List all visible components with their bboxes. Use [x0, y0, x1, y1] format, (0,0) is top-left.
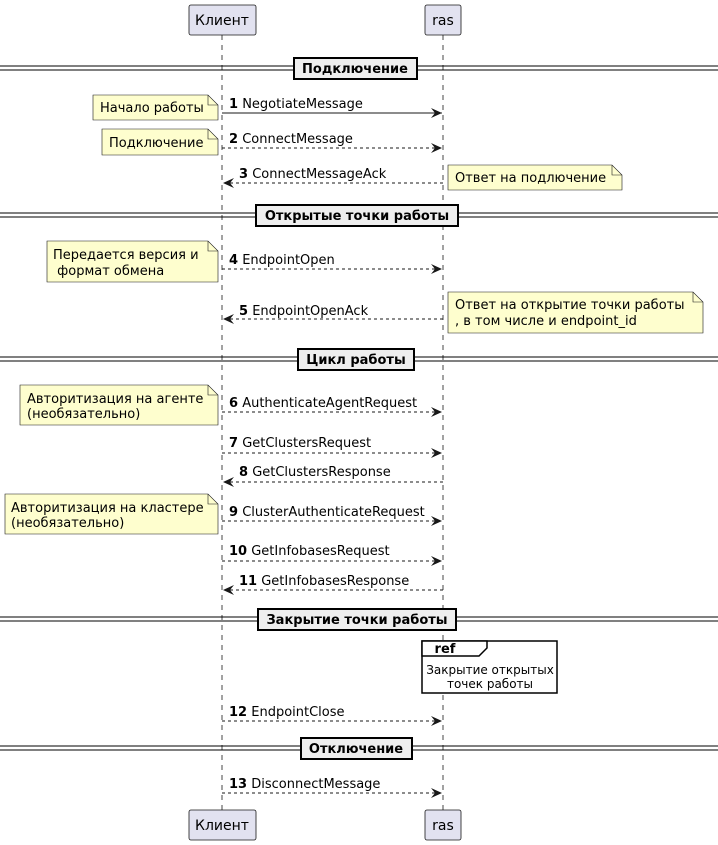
svg-text:8 GetClustersResponse: 8 GetClustersResponse [239, 465, 391, 480]
note-text: Начало работы [100, 101, 204, 116]
note-agent-auth: Авторитизация на агенте (необязательно) [19, 384, 219, 426]
message-number: 5 [239, 304, 248, 319]
message-number: 2 [229, 132, 238, 147]
divider-connect: Подключение [0, 57, 718, 80]
note-start-work: Начало работы [92, 94, 219, 121]
note-text: Ответ на подлючение [455, 171, 606, 186]
note-text: Ответ на открытие точки работы [455, 298, 684, 313]
message-label: GetClustersRequest [242, 436, 371, 451]
message-label: GetClustersResponse [252, 465, 391, 480]
divider-work-cycle: Цикл работы [0, 348, 718, 371]
message-number: 4 [229, 253, 238, 268]
message-label: EndpointClose [251, 705, 344, 720]
message-number: 12 [229, 705, 247, 720]
note-version-format: Передается версия и формат обмена [46, 240, 219, 283]
message-3: 3 ConnectMessageAck [223, 167, 443, 188]
message-label: NegotiateMessage [242, 97, 363, 112]
ref-frame: ref Закрытие открытых точек работы [421, 640, 558, 694]
participant-ras-label: ras [432, 13, 454, 29]
svg-text:4 EndpointOpen: 4 EndpointOpen [229, 253, 335, 268]
message-4: 4 EndpointOpen [222, 253, 442, 274]
svg-text:11 GetInfobasesResponse: 11 GetInfobasesResponse [239, 574, 409, 589]
participant-ras-top: ras [424, 4, 462, 36]
divider-label: Отключение [309, 742, 403, 757]
svg-text:2 ConnectMessage: 2 ConnectMessage [229, 132, 353, 147]
divider-disconnect: Отключение [0, 737, 718, 760]
message-11: 11 GetInfobasesResponse [223, 574, 443, 595]
message-number: 13 [229, 777, 247, 792]
svg-text:13 DisconnectMessage: 13 DisconnectMessage [229, 777, 380, 792]
message-number: 1 [229, 97, 238, 112]
message-number: 9 [229, 505, 238, 520]
message-number: 6 [229, 396, 238, 411]
svg-text:12 EndpointClose: 12 EndpointClose [229, 705, 345, 720]
note-text: Подключение [109, 136, 203, 151]
participant-ras-label: ras [432, 818, 454, 834]
divider-label: Закрытие точки работы [266, 613, 447, 628]
message-number: 7 [229, 436, 238, 451]
note-cluster-auth: Авторитизация на кластере (необязательно… [4, 493, 219, 535]
divider-label: Подключение [302, 62, 408, 77]
message-label: DisconnectMessage [251, 777, 380, 792]
message-number: 11 [239, 574, 257, 589]
message-10: 10 GetInfobasesRequest [222, 544, 442, 566]
divider-label: Цикл работы [306, 353, 405, 368]
svg-text:6 AuthenticateAgentRequest: 6 AuthenticateAgentRequest [229, 396, 417, 411]
note-text: Передается версия и [53, 248, 199, 263]
message-number: 8 [239, 465, 248, 480]
message-6: 6 AuthenticateAgentRequest [222, 396, 442, 417]
note-connect: Подключение [101, 128, 219, 156]
divider-open-endpoints: Открытые точки работы [0, 204, 718, 227]
message-number: 3 [239, 167, 248, 182]
divider-label: Открытые точки работы [265, 209, 449, 224]
message-label: ClusterAuthenticateRequest [242, 505, 425, 520]
message-number: 10 [229, 544, 247, 559]
svg-text:3 ConnectMessageAck: 3 ConnectMessageAck [239, 167, 387, 182]
participant-client-label: Клиент [195, 818, 249, 834]
message-label: GetInfobasesResponse [261, 574, 409, 589]
message-7: 7 GetClustersRequest [222, 436, 442, 458]
participant-client-top: Клиент [188, 4, 257, 36]
note-text: (необязательно) [11, 516, 124, 531]
svg-text:10 GetInfobasesRequest: 10 GetInfobasesRequest [229, 544, 390, 559]
ref-tag: ref [435, 642, 456, 657]
message-9: 9 ClusterAuthenticateRequest [222, 505, 442, 526]
message-2: 2 ConnectMessage [222, 132, 442, 153]
note-text: , в том числе и endpoint_id [455, 314, 637, 329]
note-text: (необязательно) [27, 407, 140, 422]
svg-text:1 NegotiateMessage: 1 NegotiateMessage [229, 97, 363, 112]
message-label: ConnectMessageAck [252, 167, 387, 182]
note-text: Авторитизация на агенте [27, 392, 203, 407]
message-8: 8 GetClustersResponse [223, 465, 443, 487]
message-label: AuthenticateAgentRequest [242, 396, 417, 411]
ref-text: точек работы [447, 677, 533, 691]
svg-text:9 ClusterAuthenticateRequest: 9 ClusterAuthenticateRequest [229, 505, 425, 520]
note-text: Авторитизация на кластере [11, 501, 204, 516]
message-12: 12 EndpointClose [222, 705, 442, 726]
message-label: EndpointOpenAck [252, 304, 368, 319]
participant-ras-bottom: ras [424, 809, 462, 841]
ref-text: Закрытие открытых [426, 663, 554, 677]
divider-close-endpoint: Закрытие точки работы [0, 608, 718, 631]
participant-client-bottom: Клиент [188, 809, 257, 841]
message-5: 5 EndpointOpenAck [223, 304, 443, 324]
message-label: ConnectMessage [242, 132, 353, 147]
participant-client-label: Клиент [195, 13, 249, 29]
note-text: формат обмена [53, 264, 164, 279]
note-endpoint-open-ack: Ответ на открытие точки работы , в том ч… [447, 291, 704, 334]
svg-text:5 EndpointOpenAck: 5 EndpointOpenAck [239, 304, 369, 319]
svg-text:7 GetClustersRequest: 7 GetClustersRequest [229, 436, 371, 451]
message-label: GetInfobasesRequest [251, 544, 389, 559]
message-13: 13 DisconnectMessage [222, 777, 442, 798]
message-label: EndpointOpen [242, 253, 335, 268]
message-1: 1 NegotiateMessage [222, 97, 442, 118]
note-connect-ack: Ответ на подлючение [447, 164, 623, 191]
